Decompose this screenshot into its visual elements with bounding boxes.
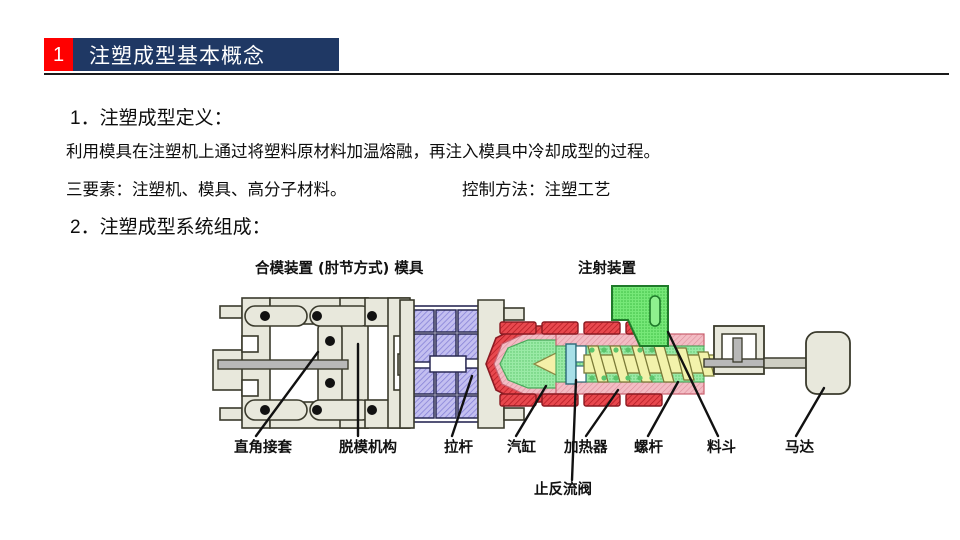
screw-flight-1 xyxy=(587,345,609,383)
section-header-band: 1 注塑成型基本概念 xyxy=(44,38,339,71)
label-screw: 螺杆 xyxy=(634,438,663,456)
pivot-pin-5 xyxy=(325,378,335,388)
label-hopper: 料斗 xyxy=(707,438,736,456)
label-tie-bar: 拉杆 xyxy=(444,438,473,456)
mold-block-a3 xyxy=(457,309,479,333)
pellet xyxy=(613,347,619,353)
pellet xyxy=(601,347,607,353)
mold-plate-right-tab-top xyxy=(503,307,525,321)
pellet xyxy=(589,347,595,353)
pellet xyxy=(637,375,643,381)
leader-hopper xyxy=(666,330,720,438)
check-valve-seat-lower xyxy=(575,365,587,383)
header-divider-rule xyxy=(44,73,949,75)
mold-block-d1 xyxy=(413,395,435,419)
item1-heading: 1．注塑成型定义： xyxy=(70,108,233,129)
non-return-valve-group xyxy=(565,343,587,385)
check-valve-ring xyxy=(565,343,577,385)
label-heater: 加热器 xyxy=(563,438,608,456)
leader-cylinder xyxy=(514,384,548,438)
label-injection-unit: 注射装置 xyxy=(578,259,636,277)
control-method-text: 控制方法：注塑工艺 xyxy=(462,181,611,199)
pellet xyxy=(649,375,655,381)
section-title-box: 注塑成型基本概念 xyxy=(73,38,339,71)
platen-tab-bottom-left xyxy=(219,407,243,421)
leader-screw xyxy=(646,380,680,438)
toggle-pivot-pins xyxy=(260,311,377,415)
heater-band-bottom-3 xyxy=(583,393,621,407)
label-non-return-valve: 止反流阀 xyxy=(534,480,592,498)
pellet xyxy=(613,375,619,381)
drive-assembly-group xyxy=(703,325,851,395)
check-valve-seat-upper xyxy=(575,345,587,363)
mold-block-a1 xyxy=(413,309,435,333)
pivot-pin-8 xyxy=(367,405,377,415)
mold-block-d2 xyxy=(435,395,457,419)
pellet xyxy=(601,375,607,381)
label-right-angle-bushing: 直角接套 xyxy=(234,438,292,456)
leader-tie-bar xyxy=(450,374,474,438)
nozzle-group xyxy=(485,325,569,403)
screw-flight-2 xyxy=(609,345,631,383)
plastic-pellets-group xyxy=(589,347,655,381)
pellet xyxy=(649,347,655,353)
leader-lines-group xyxy=(254,330,826,482)
heater-band-bottom-2 xyxy=(541,393,579,407)
piston-crosshead xyxy=(732,337,743,363)
mold-plate-right-tab-bottom xyxy=(503,407,525,421)
barrel-wall-lower xyxy=(555,381,705,395)
label-cylinder: 汽缸 xyxy=(507,438,536,456)
leader-heater xyxy=(584,388,620,438)
heater-band-bottom-1 xyxy=(499,393,537,407)
pivot-pin-4 xyxy=(325,336,335,346)
platen-tab-top-left xyxy=(219,305,243,319)
rear-platen-notch-top xyxy=(241,335,259,353)
heater-band-top-3 xyxy=(583,321,621,335)
pellet xyxy=(625,375,631,381)
injection-molding-machine-diagram: 合模装置 (肘节方式) 模具 注射装置 xyxy=(0,240,960,530)
hopper-group xyxy=(611,285,669,347)
mold-plate-left xyxy=(399,299,415,429)
mold-block-a2 xyxy=(435,309,457,333)
pellet xyxy=(625,347,631,353)
three-elements-text: 三要素：注塑机、模具、高分子材料。 xyxy=(66,181,347,199)
piston-rod-left xyxy=(217,359,349,370)
diagram-bottom-labels: 直角接套 脱模机构 拉杆 汽缸 加热器 螺杆 料斗 马达 止反流阀 xyxy=(234,438,814,498)
leader-motor xyxy=(794,386,826,438)
toggle-link-top-left xyxy=(244,305,308,327)
hopper-slot xyxy=(649,295,661,327)
mold-cavity-channel xyxy=(429,355,467,373)
heater-band-top-2 xyxy=(541,321,579,335)
rear-platen-notch-bottom xyxy=(241,379,259,397)
pivot-pin-3 xyxy=(367,311,377,321)
pellet xyxy=(637,347,643,353)
screw-flight-3 xyxy=(631,345,653,383)
leader-non-return-valve xyxy=(570,378,578,482)
definition-text: 利用模具在注塑机上通过将塑料原材料加温熔融，再注入模具中冷却成型的过程。 xyxy=(66,143,660,161)
drive-shaft-right xyxy=(763,357,809,369)
item2-heading: 2．注塑成型系统组成： xyxy=(70,217,271,238)
heater-band-bottom-4 xyxy=(625,393,663,407)
diagram-top-labels: 合模装置 (肘节方式) 模具 注射装置 xyxy=(254,259,636,277)
barrel-wall-upper xyxy=(555,333,705,347)
heater-band-top-1 xyxy=(499,321,537,335)
pivot-pin-6 xyxy=(260,405,270,415)
page-title: 注塑成型基本概念 xyxy=(89,44,265,68)
label-motor: 马达 xyxy=(785,438,814,456)
section-number-text: 1 xyxy=(52,43,65,66)
motor-body xyxy=(805,331,851,395)
leader-right-angle-bushing xyxy=(254,350,320,438)
pellet xyxy=(589,375,595,381)
pivot-pin-2 xyxy=(312,311,322,321)
pivot-pin-1 xyxy=(260,311,270,321)
pivot-pin-7 xyxy=(312,405,322,415)
label-ejector-mechanism: 脱模机构 xyxy=(339,438,397,456)
section-number-badge: 1 xyxy=(44,38,73,71)
label-clamping-unit: 合模装置 (肘节方式) 模具 xyxy=(254,259,424,277)
